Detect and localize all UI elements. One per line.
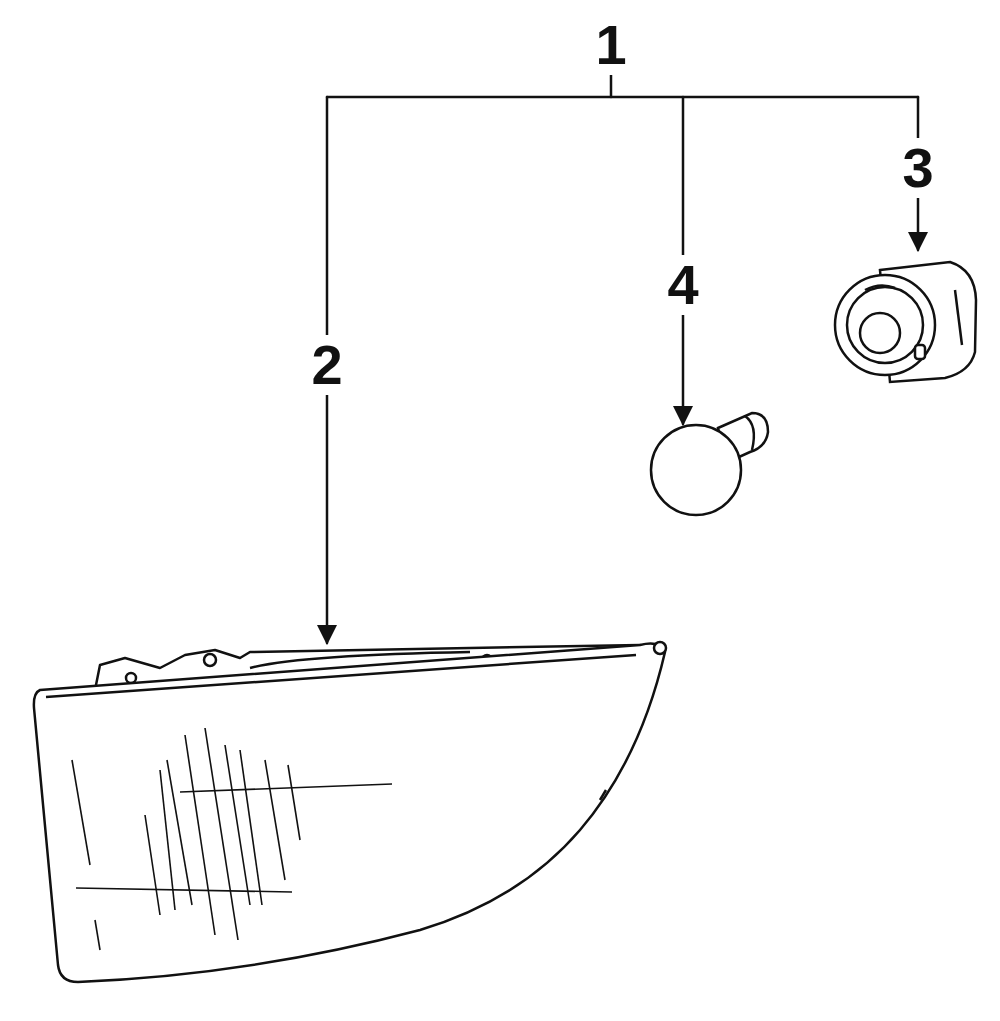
callout-number: 3 (898, 138, 937, 198)
callout-number: 1 (591, 15, 630, 75)
callout-number: 2 (307, 335, 346, 395)
leader-line (610, 72, 613, 97)
callout-number: 4 (663, 255, 702, 315)
bulb-socket (835, 262, 976, 382)
lens-pattern (72, 728, 392, 950)
bracket-line (327, 96, 918, 99)
lamp-housing (34, 642, 666, 982)
bulb (651, 413, 768, 515)
